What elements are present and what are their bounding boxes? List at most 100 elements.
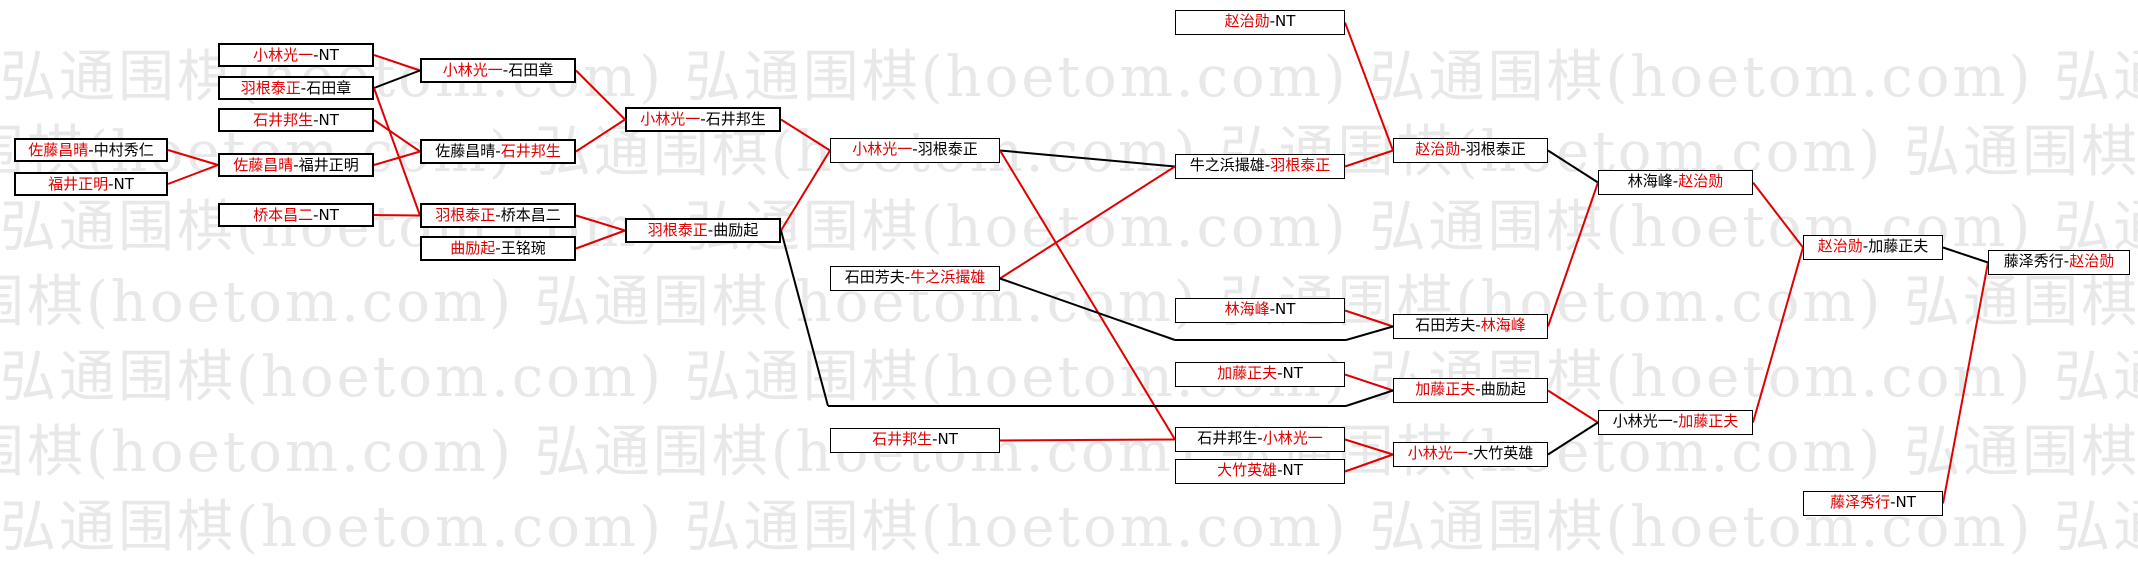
connector-line (780, 230, 829, 407)
player-name: 赵治勋 (1678, 172, 1724, 190)
connector-line (373, 69, 421, 89)
match-box: 大竹英雄-NT (1175, 459, 1345, 484)
separator: - (293, 156, 299, 174)
separator: - (932, 430, 938, 448)
separator: - (1475, 380, 1481, 398)
separator: - (1264, 156, 1271, 174)
match-box: 佐藤昌晴-石井邦生 (420, 139, 576, 164)
player-name: 石田芳夫 (1415, 316, 1476, 334)
bracket-connectors (167, 22, 1989, 504)
connector-line (1547, 389, 1599, 424)
separator: - (108, 175, 114, 193)
player-name: 羽根泰正 (240, 79, 301, 97)
player-name: 赵治勋 (1817, 237, 1863, 255)
match-box: 小林光一-石田章 (420, 58, 576, 83)
connector-line (1345, 389, 1394, 407)
match-box: 赵治勋-加藤正夫 (1803, 235, 1943, 260)
match-box: 加藤正夫-曲励起 (1393, 378, 1548, 403)
player-name: NT (318, 111, 339, 129)
separator: - (502, 61, 509, 79)
player-name: NT (1275, 300, 1296, 318)
player-name: 大竹英雄 (1473, 444, 1534, 462)
player-name: 藤泽秀行 (1830, 493, 1891, 511)
match-box: 加藤正夫-NT (1175, 362, 1345, 387)
player-name: NT (937, 430, 958, 448)
connector-line (575, 214, 626, 232)
separator: - (313, 206, 319, 224)
player-name: NT (318, 46, 339, 64)
player-name: 加藤正夫 (1415, 380, 1476, 398)
connector-line (575, 229, 626, 250)
player-name: 林海峰 (1480, 316, 1526, 334)
connector-line (1752, 181, 1804, 249)
player-name: 加藤正夫 (1678, 412, 1739, 430)
separator: - (1269, 300, 1276, 318)
player-name: 石田芳夫 (844, 268, 905, 286)
connector-line (999, 438, 1176, 442)
player-name: 石井邦生 (500, 142, 561, 160)
player-name: 赵治勋 (1415, 140, 1461, 158)
separator: - (1672, 412, 1679, 430)
player-name: 小林光一 (1262, 429, 1323, 447)
match-box: 石井邦生-NT (218, 108, 374, 132)
match-box: 赵治勋-NT (1175, 10, 1345, 35)
connector-line (1344, 438, 1394, 456)
connector-line (373, 54, 421, 72)
connector-line (373, 150, 421, 166)
player-name: 小林光一 (1407, 444, 1468, 462)
separator: - (1890, 493, 1896, 511)
player-name: 福井正明 (298, 156, 359, 174)
match-box: 牛之浜撮雄-羽根泰正 (1175, 154, 1345, 179)
connector-line (780, 149, 831, 232)
match-box: 小林光一-石井邦生 (625, 107, 781, 132)
separator: - (495, 142, 501, 160)
match-box: 小林光一-加藤正夫 (1598, 410, 1753, 435)
connector-line (373, 214, 421, 217)
connector-line (1942, 246, 1989, 264)
match-box: 赵治勋-羽根泰正 (1393, 138, 1548, 163)
player-name: 石井邦生 (253, 111, 314, 129)
player-name: 林海峰 (1627, 172, 1673, 190)
player-name: 石田章 (306, 79, 352, 97)
match-box: 佐藤昌晴-中村秀仁 (14, 138, 168, 162)
match-box: 石田芳夫-牛之浜撮雄 (830, 266, 1000, 291)
connector-line (1344, 373, 1394, 392)
connector-line (999, 277, 1176, 341)
player-name: 藤泽秀行 (2003, 252, 2064, 270)
match-box: 曲励起-王铭琬 (420, 236, 576, 261)
separator: - (495, 206, 501, 224)
connector-line (1547, 421, 1599, 456)
player-name: 桥本昌二 (500, 206, 561, 224)
player-name: 加藤正夫 (1217, 364, 1278, 382)
player-name: 小林光一 (640, 110, 701, 128)
separator: - (1467, 444, 1474, 462)
separator: - (313, 46, 319, 64)
connector-line (999, 149, 1176, 168)
separator: - (1862, 237, 1869, 255)
connector-line (1344, 453, 1394, 473)
match-box: 小林光一-大竹英雄 (1393, 442, 1548, 467)
player-name: 大竹英雄 (1217, 461, 1278, 479)
player-name: 牛之浜撮雄 (910, 268, 986, 286)
player-name: 石井邦生 (872, 430, 933, 448)
player-name: 桥本昌二 (253, 206, 314, 224)
player-name: 小林光一 (442, 61, 503, 79)
connector-line (1752, 247, 1804, 423)
connector-line (373, 119, 421, 153)
match-box: 藤泽秀行-NT (1803, 491, 1943, 516)
player-name: 小林光一 (1612, 412, 1673, 430)
separator: - (1475, 316, 1481, 334)
player-name: 赵治勋 (1224, 12, 1270, 30)
separator: - (1257, 429, 1263, 447)
match-box: 小林光一-羽根泰正 (830, 138, 1000, 163)
match-box: 藤泽秀行-赵治勋 (1988, 250, 2130, 275)
connector-line (1344, 149, 1394, 168)
separator: - (904, 268, 911, 286)
player-name: 福井正明 (48, 175, 109, 193)
player-name: 羽根泰正 (647, 221, 708, 239)
player-name: NT (318, 206, 339, 224)
player-name: 羽根泰正 (435, 206, 496, 224)
connector-line (575, 118, 626, 153)
separator: - (300, 79, 307, 97)
match-box: 佐藤昌晴-福井正明 (218, 153, 374, 177)
